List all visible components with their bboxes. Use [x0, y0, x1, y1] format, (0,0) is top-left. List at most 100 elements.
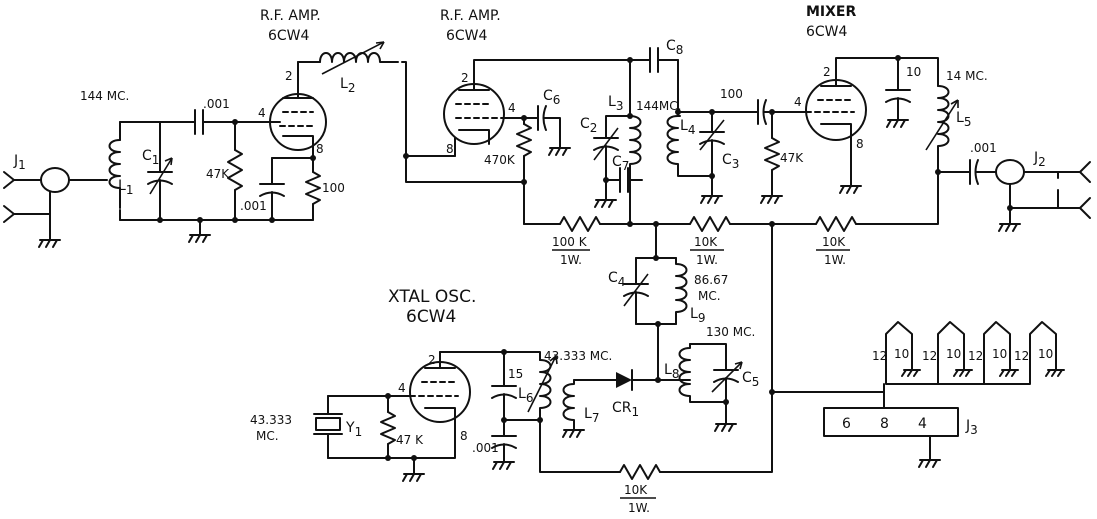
rf-amp1-tube [269, 79, 327, 151]
ground-symbol [188, 219, 211, 243]
freq-86-label: 86.67 [694, 273, 728, 287]
res-100-label: 100 [322, 181, 345, 195]
pin-2-label-c: 2 [823, 65, 831, 79]
mixer-title: MIXER [806, 4, 856, 20]
pin-4-label-a: 4 [258, 106, 266, 120]
j3-pin-4: 4 [918, 416, 927, 432]
y1-crystal [313, 395, 343, 459]
c5-variable-capacitor [711, 359, 743, 432]
mixer-plate-cap-10 [885, 57, 911, 128]
res-100k-1w [559, 216, 691, 232]
heater-string [883, 321, 1065, 393]
freq-43-xtal-unit: MC. [256, 429, 279, 443]
cr1-label: CR1 [612, 400, 639, 419]
xtal-osc-tube: 6CW4 [406, 307, 456, 327]
heater-pin-10-b: 10 [946, 347, 961, 361]
res-10k-label-b: 10K [822, 235, 846, 249]
pin-8-label-a: 8 [316, 142, 324, 156]
l2-label: L2 [340, 76, 355, 95]
rf-amp1-title: R.F. AMP. [260, 8, 321, 24]
l6-coil [539, 359, 552, 421]
j3-connector [823, 391, 959, 468]
res-10k-label-a: 10K [694, 235, 718, 249]
j2-label: J2 [1033, 150, 1046, 169]
xtal-osc-title: XTAL OSC. [388, 287, 476, 307]
cathode-resistor-100 [271, 157, 321, 221]
c2-label: C2 [580, 116, 597, 135]
c3-variable-capacitor [699, 119, 725, 197]
y1-label: Y1 [345, 420, 362, 439]
l1-coil [108, 139, 121, 209]
freq-14-label: 14 MC. [946, 69, 988, 83]
heater-pin-10-d: 10 [1038, 347, 1053, 361]
pin-4-label-d: 4 [398, 381, 406, 395]
c2-variable-capacitor [593, 127, 619, 201]
cap-10-label: 10 [906, 65, 921, 79]
cap-15-label: 15 [508, 367, 523, 381]
c7-capacitor [605, 167, 643, 193]
res-470k-grid-2 [516, 117, 532, 225]
heater-pin-10-a: 10 [894, 347, 909, 361]
output-coupling-cap [937, 159, 997, 185]
j2-connector [995, 159, 1091, 232]
cr1-diode [573, 369, 659, 391]
heater-pin-12-b: 12 [922, 349, 937, 363]
l3-label: L3 [608, 94, 623, 113]
pin-4-label-b: 4 [508, 101, 516, 115]
cap-001-label-d: .001 [472, 441, 499, 455]
cap-001-label-b: .001 [240, 199, 267, 213]
l7-coil [562, 379, 575, 431]
l5-coil [937, 85, 950, 173]
res-10k-1w-c [619, 391, 773, 480]
heater-pin-12-a: 12 [872, 349, 887, 363]
freq-144-label-b: 144MC. [636, 99, 681, 113]
c7-label: C7 [612, 154, 629, 173]
rf-amp2-tube: 6CW4 [446, 28, 488, 44]
freq-86-unit: MC. [698, 289, 721, 303]
l6-label: L6 [518, 386, 533, 405]
pin-4-label-c: 4 [794, 95, 802, 109]
cathode-bypass-cap-1 [259, 157, 285, 221]
l2-coil [319, 52, 399, 63]
cap-001-label-c: .001 [970, 141, 997, 155]
j1-label: J1 [13, 153, 26, 172]
c3-label: C3 [722, 152, 739, 171]
res-100k-label: 100 K [552, 235, 588, 249]
pin-8-label-c: 8 [856, 137, 864, 151]
rf-amp2-tube [443, 61, 505, 157]
res-10k-rating-a: 1W. [696, 253, 718, 267]
res-10k-label-c: 10K [624, 483, 648, 497]
pin-2-label-a: 2 [285, 69, 293, 83]
mixer-coupling-cap [711, 99, 807, 125]
freq-43-xtal-label: 43.333 [250, 413, 292, 427]
l8-label: L8 [664, 362, 679, 381]
heater-pin-10-c: 10 [992, 347, 1007, 361]
c5-label: C5 [742, 370, 759, 389]
res-47k-mixer-grid [760, 111, 783, 204]
l8-coil [678, 343, 727, 403]
res-47k-label-b: 47K [780, 151, 804, 165]
c6-label: C6 [543, 88, 560, 107]
freq-144-label: 144 MC. [80, 89, 129, 103]
pin-8-label-b: 8 [446, 142, 454, 156]
c1-variable-capacitor [147, 121, 173, 221]
l1-label: L1 [118, 178, 133, 197]
c8-capacitor [629, 47, 679, 73]
c4-label: C4 [608, 270, 625, 289]
res-100k-rating: 1W. [560, 253, 582, 267]
freq-130-label: 130 MC. [706, 325, 755, 339]
rf-amp1-tube: 6CW4 [268, 28, 310, 44]
l9-label: L9 [690, 306, 705, 325]
res-47k-label-a: 47K [206, 167, 230, 181]
l3-coil [629, 115, 642, 225]
res-10k-1w-b [815, 216, 939, 232]
xtal-osc-tube [409, 351, 471, 437]
res-10k-rating-b: 1W. [824, 253, 846, 267]
mixer-tube: 6CW4 [806, 24, 848, 40]
res-10k-1w-a [689, 216, 817, 232]
xtal-plate-cap-15 [491, 351, 517, 421]
res-47k-label-c: 47 K [396, 433, 424, 447]
c6-capacitor [537, 105, 571, 156]
mixer-tube [805, 59, 867, 194]
